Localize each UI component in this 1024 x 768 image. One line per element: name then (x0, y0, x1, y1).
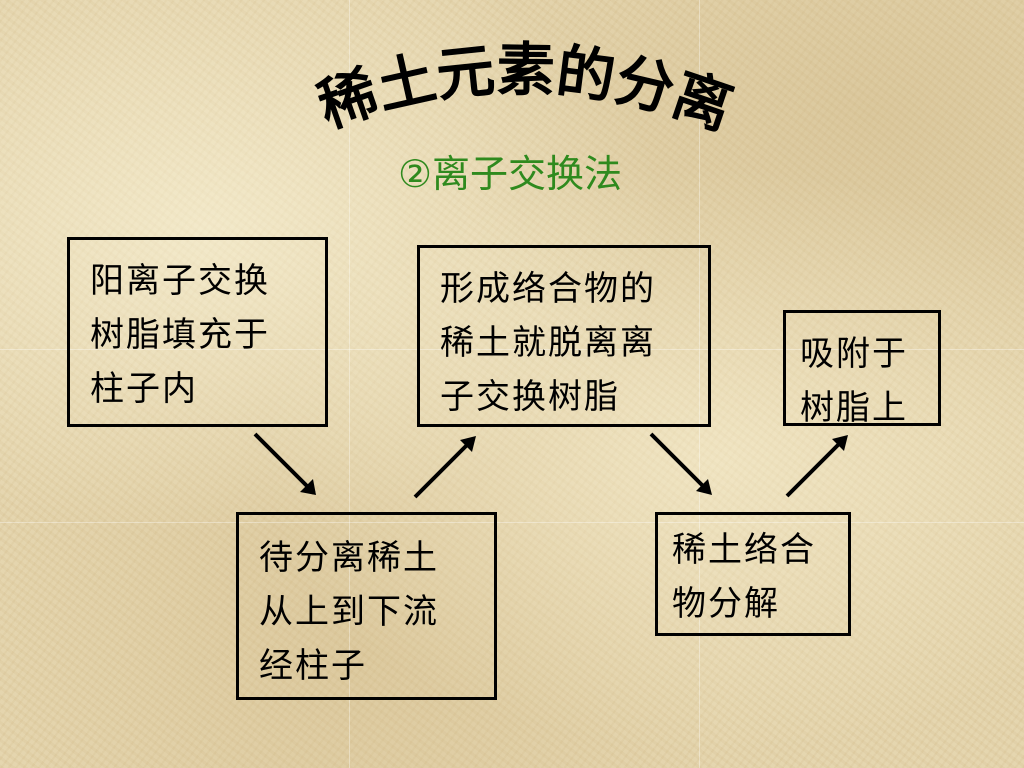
step-complex-leave-box: 形成络合物的 稀土就脱离离 子交换树脂 (417, 245, 711, 427)
bg-seam (349, 0, 350, 768)
bg-seam (699, 0, 700, 768)
step-complex-decompose-box: 稀土络合 物分解 (655, 512, 851, 636)
step-resin-fill-box: 阳离子交换 树脂填充于 柱子内 (67, 237, 328, 427)
bg-seam (0, 522, 1024, 523)
bg-seam (0, 349, 1024, 350)
arrow-up-right-icon (785, 436, 847, 498)
arrowhead-icon (696, 479, 712, 495)
slide-title-arc: 稀土元素的分离 (310, 36, 741, 143)
arrow-up-right-icon (413, 437, 475, 499)
step-flow-down-box: 待分离稀土 从上到下流 经柱子 (236, 512, 497, 700)
arrow-down-right-icon (253, 432, 316, 495)
step-adsorb-box: 吸附于 树脂上 (783, 310, 941, 426)
arrowhead-icon (832, 435, 848, 451)
arrowhead-icon (460, 436, 476, 452)
slide-subtitle: ②离子交换法 (397, 152, 623, 196)
arrow-down-right-icon (649, 432, 711, 494)
arrowhead-icon (300, 479, 316, 495)
